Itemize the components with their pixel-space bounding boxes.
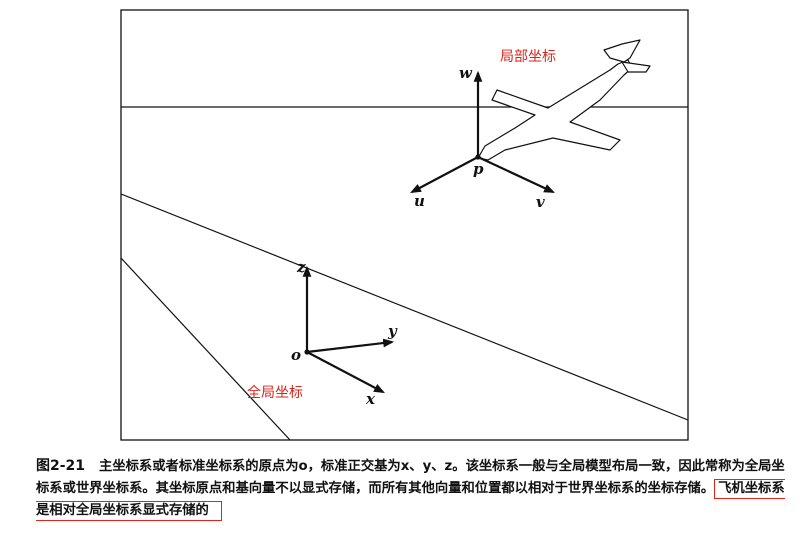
local-coordinate-label: 局部坐标 <box>500 49 556 65</box>
airplane-icon <box>477 39 651 161</box>
ground-edge-lower <box>120 257 291 441</box>
global-axes <box>302 265 395 394</box>
global-origin-dot <box>304 349 310 355</box>
axis-label-x: x <box>366 390 375 408</box>
axis-label-w: w <box>459 64 472 82</box>
axis-label-p: p <box>473 160 484 178</box>
axis-label-u: u <box>414 192 425 210</box>
coordinate-system-figure: 局部坐标 全局坐标 w p u v z y o x <box>120 9 689 441</box>
global-coordinate-label: 全局坐标 <box>247 385 303 401</box>
figure-frame <box>120 9 689 441</box>
ground-edge-upper <box>120 193 689 421</box>
caption-text: 主坐标系或者标准坐标系的原点为o，标准正交基为x、y、z。该坐标系一般与全局模型… <box>36 459 785 496</box>
axis-label-y: y <box>388 322 397 340</box>
axis-label-v: v <box>536 193 545 211</box>
figure-number: 图2-21 <box>36 458 86 474</box>
caption-highlight-box: 飞机坐标系是相对全局坐标系显式存储的 <box>36 479 785 521</box>
axis-label-z: z <box>297 258 306 276</box>
local-axes <box>410 70 555 194</box>
figure-drawing <box>120 9 689 441</box>
axis-label-o: o <box>291 346 302 364</box>
local-origin-dot <box>475 154 481 160</box>
